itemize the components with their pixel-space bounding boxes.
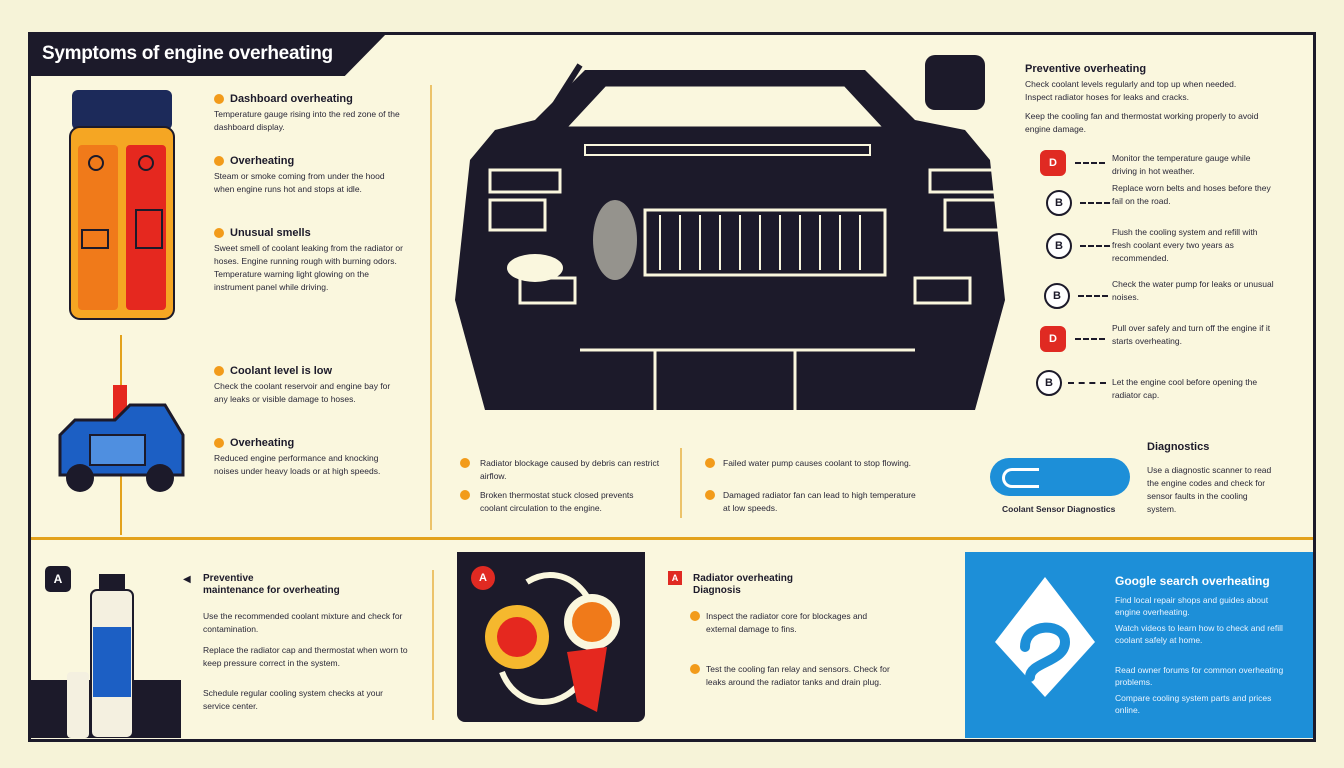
symptom-heading-2: Overheating — [230, 155, 295, 167]
connector-dash — [1075, 338, 1105, 340]
prevention-step-6: Let the engine cool before opening the r… — [1112, 377, 1258, 400]
divider-line — [432, 570, 434, 720]
search-panel: Google search overheating Find local rep… — [965, 552, 1313, 738]
symptom-text-4: Check the coolant reservoir and engine b… — [214, 381, 391, 404]
cause-note-3: Failed water pump causes coolant to stop… — [723, 458, 912, 468]
radiator-panel: A — [457, 552, 645, 722]
bullet-dot — [705, 490, 715, 500]
connector-dash — [1075, 162, 1105, 164]
symptom-text-5: Reduced engine performance and knocking … — [214, 453, 381, 476]
bullet-dot — [214, 438, 224, 448]
symptom-heading-3: Unusual smells — [230, 227, 311, 239]
panel3-para-1: Find local repair shops and guides about… — [1115, 595, 1269, 617]
drop-logo-icon — [995, 577, 1095, 697]
symptom-heading-1: Dashboard overheating — [230, 93, 353, 105]
step-badge: D — [1040, 150, 1066, 176]
panel3-title: Google search overheating — [1115, 574, 1270, 588]
panel2-heading: Radiator overheating — [693, 573, 794, 584]
panel2-subheading: Diagnosis — [693, 585, 741, 596]
prevention-intro-1: Check coolant levels regularly and top u… — [1025, 79, 1237, 89]
symptom-text-2: Steam or smoke coming from under the hoo… — [214, 171, 385, 194]
symptom-heading-5: Overheating — [230, 437, 295, 449]
prevention-intro-2: Inspect radiator hoses for leaks and cra… — [1025, 92, 1189, 102]
panel1-para-2: Replace the radiator cap and thermostat … — [203, 645, 408, 668]
diagnostics-heading: Diagnostics — [1147, 441, 1210, 453]
prevention-step-1: Monitor the temperature gauge while driv… — [1112, 153, 1251, 176]
panel1-subheading: maintenance for overheating — [203, 585, 340, 596]
panel3-para-4: Compare cooling system parts and prices … — [1115, 693, 1272, 715]
step-badge: B — [1044, 283, 1070, 309]
panel2-para-1: Inspect the radiator core for blockages … — [706, 611, 868, 634]
diagnostics-text: Use a diagnostic scanner to read the eng… — [1147, 465, 1272, 514]
section-divider — [31, 537, 1313, 540]
bullet-dot — [214, 156, 224, 166]
prevention-step-2: Replace worn belts and hoses before they… — [1112, 183, 1271, 206]
bullet-dot — [705, 458, 715, 468]
prevention-intro-3: Keep the cooling fan and thermostat work… — [1025, 111, 1259, 134]
step-badge: B — [1036, 370, 1062, 396]
step-badge: D — [1040, 326, 1066, 352]
bullet-dot — [690, 664, 700, 674]
page-title: Symptoms of engine overheating — [42, 43, 333, 64]
radiator-icon — [485, 572, 620, 712]
divider-line — [430, 85, 432, 530]
connector-dash — [1078, 295, 1108, 297]
panel1-para-1: Use the recommended coolant mixture and … — [203, 611, 403, 634]
cause-note-2: Broken thermostat stuck closed prevents … — [480, 490, 634, 513]
panel1-heading: Preventive — [203, 573, 254, 584]
diagnostic-tool-illustration — [990, 458, 1130, 496]
step-badge: B — [1046, 190, 1072, 216]
panel3-para-2: Watch videos to learn how to check and r… — [1115, 623, 1283, 645]
step-badge: A — [471, 566, 495, 590]
cause-note-1: Radiator blockage caused by debris can r… — [480, 458, 660, 481]
bullet-dot — [460, 490, 470, 500]
symptom-heading-4: Coolant level is low — [230, 365, 333, 377]
vehicle-icon — [58, 385, 185, 492]
connector-dash — [1080, 202, 1110, 204]
bullet-dot — [690, 611, 700, 621]
coolant-container-illustration — [69, 90, 175, 320]
step-badge: B — [1046, 233, 1072, 259]
connector-dash — [1068, 382, 1106, 384]
cause-note-4: Damaged radiator fan can lead to high te… — [723, 490, 916, 513]
bullet-dot — [214, 94, 224, 104]
symptom-text-1: Temperature gauge rising into the red zo… — [214, 109, 400, 132]
prevention-step-3: Flush the cooling system and refill with… — [1112, 227, 1258, 263]
prevention-step-5: Pull over safely and turn off the engine… — [1112, 323, 1271, 346]
symptom-text-3: Sweet smell of coolant leaking from the … — [214, 243, 403, 292]
divider-line — [680, 448, 682, 518]
coolant-bottle-icon — [67, 574, 134, 738]
bullet-dot — [214, 228, 224, 238]
panel2-para-2: Test the cooling fan relay and sensors. … — [706, 664, 890, 687]
bottle-panel: A — [31, 552, 181, 738]
connector-dash — [1080, 245, 1110, 247]
step-badge: A — [45, 566, 71, 592]
bullet-dot — [460, 458, 470, 468]
bullet-dot — [214, 366, 224, 376]
panel1-para-3: Schedule regular cooling system checks a… — [203, 688, 384, 711]
triangle-icon: ◀ — [183, 574, 191, 585]
car-front-illustration — [455, 55, 1005, 410]
panel3-para-3: Read owner forums for common overheating… — [1115, 665, 1284, 687]
title-banner: Symptoms of engine overheating — [28, 32, 388, 76]
diagnostics-caption: Coolant Sensor Diagnostics — [1002, 504, 1116, 514]
prevention-step-4: Check the water pump for leaks or unusua… — [1112, 279, 1274, 302]
prevention-heading: Preventive overheating — [1025, 63, 1147, 75]
warning-icon: A — [668, 571, 682, 585]
